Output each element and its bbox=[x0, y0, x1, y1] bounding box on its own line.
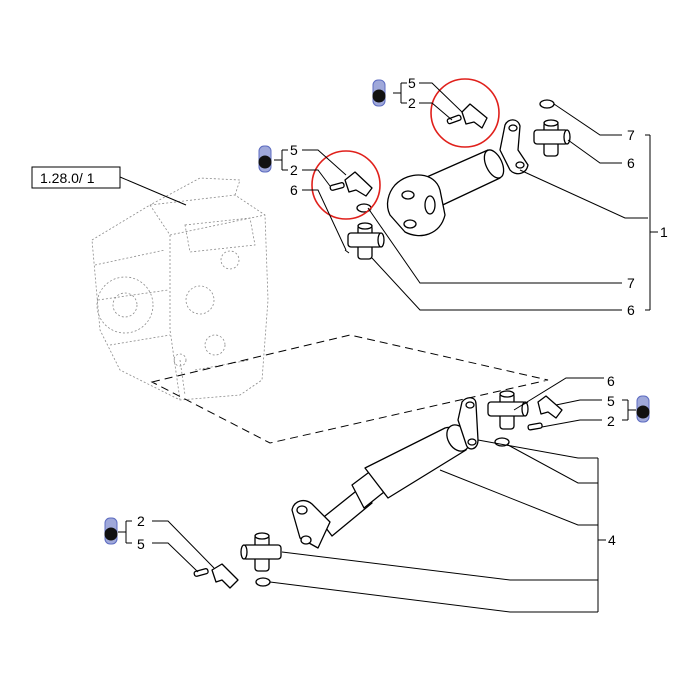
upper-left-cross-spider bbox=[347, 222, 385, 260]
upper-left-label-5: 5 bbox=[290, 142, 298, 158]
upper-right-circlip bbox=[539, 99, 555, 109]
lower-right-label-6: 6 bbox=[607, 373, 615, 389]
lower-left-cross-spider bbox=[240, 532, 282, 572]
lower-left-label-5: 5 bbox=[137, 536, 145, 552]
lower-group-label: 4 bbox=[608, 532, 616, 548]
lower-group-callout: 4 bbox=[269, 439, 616, 613]
dashed-link-frame bbox=[150, 334, 549, 444]
upper-left-callout: 5 2 6 bbox=[274, 142, 347, 251]
lower-right-label-5: 5 bbox=[607, 393, 615, 409]
kit-badge-upper-left bbox=[258, 145, 272, 173]
transmission-housing-ghost bbox=[91, 177, 269, 401]
lower-right-cross-spider bbox=[487, 390, 529, 430]
upper-right-label-7a: 7 bbox=[627, 127, 635, 143]
lower-right-label-2: 2 bbox=[607, 413, 615, 429]
upper-propeller-shaft bbox=[386, 119, 529, 237]
upper-right-label-6b: 6 bbox=[627, 302, 635, 318]
upper-right-label-7b: 7 bbox=[627, 275, 635, 291]
upper-left-label-2: 2 bbox=[290, 162, 298, 178]
lower-right-callouts: 6 5 2 bbox=[513, 373, 636, 429]
upper-right-label-6a: 6 bbox=[627, 155, 635, 171]
reference-box-text: 1.28.0/ 1 bbox=[40, 170, 95, 186]
upper-left-label-6: 6 bbox=[290, 182, 298, 198]
upper-right-callouts: 7 6 7 6 1 bbox=[367, 103, 668, 318]
lower-left-clamp bbox=[193, 563, 239, 589]
kit-badge-lower-right bbox=[636, 395, 650, 423]
highlight-circle-top bbox=[430, 78, 500, 148]
upper-group-label: 1 bbox=[660, 224, 668, 240]
kit-badge-lower-left bbox=[104, 517, 118, 545]
reference-box bbox=[31, 166, 121, 189]
lower-propeller-shaft bbox=[291, 397, 479, 549]
upper-top-label-5: 5 bbox=[408, 75, 416, 91]
highlight-circle-left bbox=[311, 150, 381, 220]
lower-right-clamp bbox=[527, 395, 563, 431]
kit-badge-upper-top bbox=[372, 79, 386, 107]
upper-top-label-2: 2 bbox=[408, 95, 416, 111]
upper-top-clamp bbox=[446, 103, 488, 129]
lower-left-circlip bbox=[255, 577, 271, 587]
upper-top-callout: 5 2 bbox=[393, 75, 463, 121]
upper-right-cross-spider bbox=[533, 119, 571, 157]
lower-left-callout: 2 5 bbox=[118, 513, 215, 573]
upper-left-clamp bbox=[329, 171, 373, 197]
lower-left-label-2: 2 bbox=[137, 513, 145, 529]
